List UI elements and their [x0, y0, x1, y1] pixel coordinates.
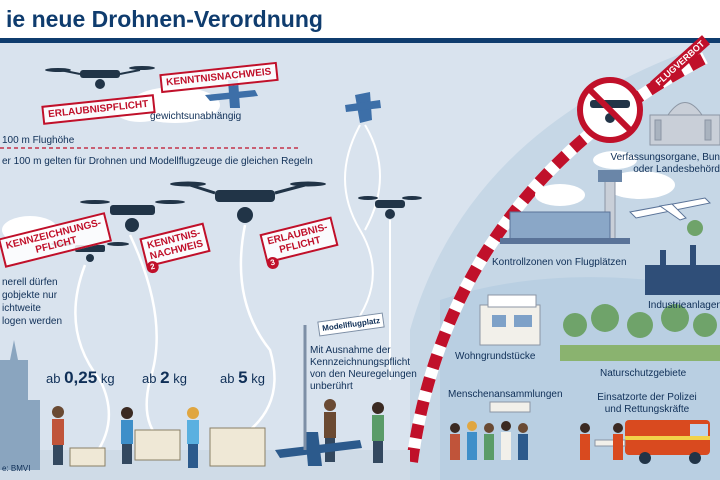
weight-value: 2 — [160, 368, 170, 387]
drone-icon-surveillance — [358, 196, 422, 219]
rule-note: er 100 m gelten für Drohnen und Modellfl… — [2, 156, 313, 167]
flight-path — [239, 224, 276, 431]
drone-box — [134, 429, 181, 461]
label-menschenansammlungen: Menschenansammlungen — [448, 389, 563, 400]
drone-icon-middle — [80, 200, 185, 232]
page-title: ie neue Drohnen-Verordnung — [6, 6, 323, 32]
flight-trail — [344, 124, 381, 331]
weight-prefix: ab — [220, 371, 235, 386]
weight-unit: kg — [100, 371, 115, 386]
person-icon — [121, 407, 133, 464]
rescue-team-icon — [580, 423, 626, 460]
weight-value: 5 — [238, 368, 248, 387]
label-line: Verfassungsorgane, Bun — [610, 152, 720, 163]
drone-box — [209, 427, 266, 467]
weight-label-5: ab 5 kg — [220, 368, 265, 388]
nature-reserve-icon — [560, 304, 720, 361]
flight-path — [128, 234, 161, 441]
note-line: logen werden — [2, 316, 63, 327]
header-bar — [0, 38, 720, 43]
airport-icon — [500, 170, 630, 244]
weight-unit: kg — [173, 371, 187, 386]
cloud — [535, 184, 585, 206]
city-silhouette — [0, 340, 40, 470]
tree-icon — [687, 220, 703, 236]
note-line: unberührt — [310, 381, 353, 392]
cloud — [593, 151, 637, 169]
note-line: ichtweite — [2, 303, 41, 314]
model-plane-icon-ground — [275, 432, 362, 466]
model-plane-icon-center — [345, 92, 381, 123]
airplane-icon — [628, 197, 712, 221]
label-line: oder Landesbehörd — [633, 164, 720, 175]
label-industrieanlagen: Industrieanlagen — [648, 300, 720, 311]
weight-label-2: ab 2 kg — [142, 368, 187, 388]
crowd-icon — [450, 401, 531, 460]
drone-icon-top — [45, 66, 155, 89]
source-credit: e: BMVI — [2, 464, 31, 473]
drone-icon-large — [170, 181, 326, 223]
label-kontrollzonen: Kontrollzonen von Flugplätzen — [492, 257, 627, 268]
note-line: von den Neuregelungen — [310, 369, 417, 380]
person-icon — [187, 407, 199, 468]
model-plane-icon-top — [205, 80, 258, 108]
industry-icon — [645, 245, 720, 295]
note-line: gobjekte nur — [2, 290, 58, 301]
weight-label-025: ab 0,25 kg — [46, 368, 115, 388]
label-line: und Rettungskräfte — [604, 404, 690, 415]
weight-value: 0,25 — [64, 368, 98, 387]
line-of-sight-note: nerell dürfen gobjekte nur ichtweite log… — [2, 276, 62, 328]
flight-path — [74, 264, 111, 456]
house-icon — [479, 294, 541, 346]
header: ie neue Drohnen-Verordnung — [0, 0, 720, 43]
label-verfassungsorgane: Verfassungsorgane, Bun oder Landesbehörd — [590, 152, 720, 176]
weight-prefix: ab — [142, 371, 157, 386]
weight-unit: kg — [251, 371, 265, 386]
ground — [0, 450, 410, 480]
person-icon — [324, 399, 336, 462]
label-wohngrundstuecke: Wohngrundstücke — [455, 351, 536, 362]
label-line: Einsatzorte der Polizei — [597, 392, 697, 403]
height-note: 100 m Flughöhe — [2, 135, 75, 146]
note-line: nerell dürfen — [2, 277, 58, 288]
note-line: Mit Ausnahme der — [310, 345, 391, 356]
drone-box — [69, 447, 106, 467]
weight-prefix: ab — [46, 371, 61, 386]
person-icon — [52, 406, 64, 465]
modell-exception-note: Mit Ausnahme der Kennzeichnungspflicht v… — [310, 345, 417, 393]
no-drone-sign-icon — [577, 77, 643, 143]
parliament-building-icon — [649, 102, 720, 146]
person-icon — [372, 402, 384, 463]
label-naturschutzgebiete: Naturschutzgebiete — [600, 368, 687, 379]
note-line: Kennzeichnungspflicht — [310, 357, 411, 368]
fire-truck-icon — [625, 420, 710, 464]
cloud — [605, 171, 675, 199]
weight-independent-note: gewichtsunabhängig — [150, 111, 242, 122]
label-einsatzorte: Einsatzorte der Polizei und Rettungskräf… — [592, 392, 702, 416]
